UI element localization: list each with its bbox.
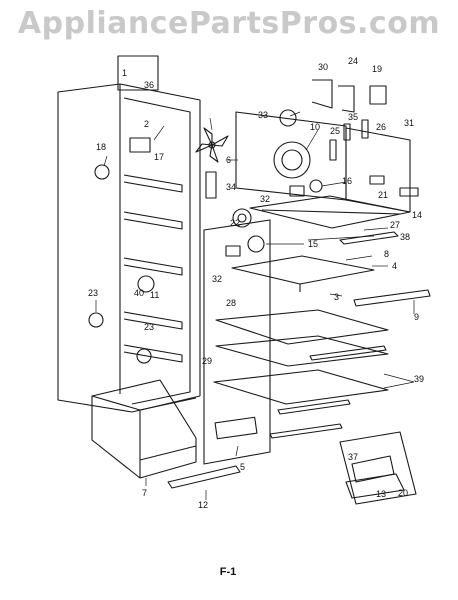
callout: 37: [348, 452, 358, 462]
callout: 4: [392, 261, 397, 271]
callout: 26: [376, 122, 386, 132]
callout: 20: [398, 488, 408, 498]
callout: 24: [348, 56, 358, 66]
shelves: [213, 195, 411, 405]
bulb-right: [309, 179, 323, 193]
hinge-30: [311, 79, 333, 109]
callout: 25: [330, 126, 340, 136]
callout: 39: [414, 374, 424, 384]
shelf-trims: [269, 231, 431, 439]
callout: 32: [212, 274, 222, 284]
watermark-text: AppliancePartsPros.com: [17, 6, 441, 41]
bracket-34: [205, 171, 217, 199]
rod-26: [361, 119, 369, 139]
page-label: F-1: [219, 566, 237, 578]
callout: 29: [202, 356, 212, 366]
socket-right: [289, 185, 305, 197]
callout: 23: [144, 322, 154, 332]
cabinet-outline: [57, 83, 201, 413]
callout: 27: [390, 220, 400, 230]
part-23b: [136, 348, 152, 364]
callout: 19: [372, 64, 382, 74]
bulb-upper: [279, 109, 297, 127]
rod-35: [343, 123, 351, 141]
callout: 40: [134, 288, 144, 298]
fan-blade: [195, 127, 229, 163]
callout: 31: [404, 118, 414, 128]
part-40: [137, 275, 155, 293]
callout: 33: [258, 110, 268, 120]
callout: 2: [144, 119, 149, 129]
callout: 1: [122, 68, 127, 78]
callout-labels: 2 3 4 5 6 7 8 9 10 11 12 13 14 15 16 17 …: [88, 56, 424, 510]
hinge-24: [338, 85, 355, 113]
callout: 15: [308, 239, 318, 249]
callout: 36: [144, 80, 154, 90]
back-panel: [203, 219, 271, 465]
callout: 13: [376, 489, 386, 499]
knob: [232, 208, 252, 228]
callout: 8: [384, 249, 389, 259]
callout: 18: [96, 142, 106, 152]
callout: 9: [414, 312, 419, 322]
callout: 30: [318, 62, 328, 72]
callout: 34: [226, 182, 236, 192]
callout: 21: [378, 190, 388, 200]
callout: 3: [334, 292, 339, 302]
socket-mid: [225, 245, 241, 257]
inset-small: [117, 55, 159, 91]
part-18: [94, 164, 110, 180]
callout: 12: [198, 500, 208, 510]
drawer-trim-strip: [167, 465, 241, 489]
callout: 22: [230, 218, 240, 228]
part-19: [369, 85, 387, 105]
part-17: [129, 137, 151, 153]
callout: 16: [342, 176, 352, 186]
rod-25: [329, 139, 337, 161]
callout: 14: [412, 210, 422, 220]
callout: 35: [348, 112, 358, 122]
callout: 23: [88, 288, 98, 298]
callout: 32: [260, 194, 270, 204]
crisper-drawer-left: [91, 379, 197, 479]
callout: 7: [142, 488, 147, 498]
callout: 11: [150, 290, 159, 300]
inset-ice-tray: [339, 431, 417, 505]
callout: 17: [154, 152, 164, 162]
callout: 5: [240, 462, 245, 472]
callout: 38: [400, 232, 410, 242]
callout: 28: [226, 298, 236, 308]
part-23a: [88, 312, 104, 328]
callout: 6: [226, 155, 231, 165]
bulb-mid: [247, 235, 265, 253]
callout: 10: [310, 122, 320, 132]
control-housing: [235, 111, 419, 213]
